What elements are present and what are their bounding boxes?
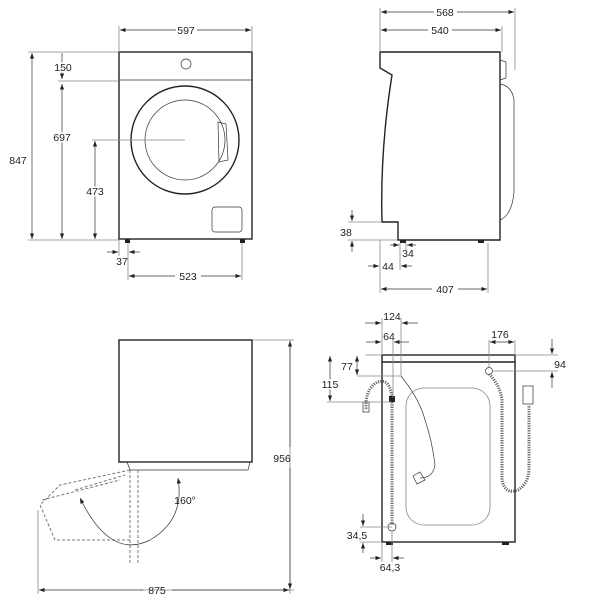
dim-inlet-top: 94 xyxy=(554,359,566,371)
power-cord xyxy=(400,375,436,479)
dim-inlet-offset: 176 xyxy=(491,329,509,341)
dim-foot-spacing: 523 xyxy=(179,271,197,283)
dim-body-height: 697 xyxy=(53,132,71,144)
front-view: 597 847 150 697 473 37 523 xyxy=(9,25,253,283)
dim-foot-front-offset: 44 xyxy=(382,261,394,273)
rear-view: 124 64 77 115 176 94 34,5 64,3 xyxy=(320,311,566,574)
dim-door-center: 473 xyxy=(86,186,104,198)
dim-drain-offset-outer: 124 xyxy=(383,311,401,323)
dim-door-angle: 160° xyxy=(174,495,196,507)
dim-depth-door-open: 956 xyxy=(273,453,291,465)
dim-depth-body: 540 xyxy=(431,25,449,37)
dim-height-total: 847 xyxy=(9,155,27,167)
dim-top-panel: 150 xyxy=(54,62,72,74)
dim-foot-width: 34 xyxy=(402,248,414,260)
dim-foot-height: 38 xyxy=(340,227,352,239)
dim-depth-total: 568 xyxy=(436,7,454,19)
dim-drain-bottom: 34,5 xyxy=(347,530,368,542)
side-view: 568 540 38 34 44 407 xyxy=(340,7,516,296)
dim-foot-offset: 37 xyxy=(116,256,128,268)
dim-width: 597 xyxy=(177,25,195,37)
dim-foot-depth-spacing: 407 xyxy=(436,284,454,296)
top-view: 956 875 160° xyxy=(37,339,294,597)
dim-drain-height: 115 xyxy=(322,379,339,391)
dim-drain-offset-inner: 64 xyxy=(383,331,395,343)
dim-width-door-open: 875 xyxy=(148,585,166,597)
filter-cover xyxy=(211,206,243,233)
dim-drain-top: 77 xyxy=(341,361,353,373)
dim-drain-bottom-offset: 64,3 xyxy=(380,562,401,574)
